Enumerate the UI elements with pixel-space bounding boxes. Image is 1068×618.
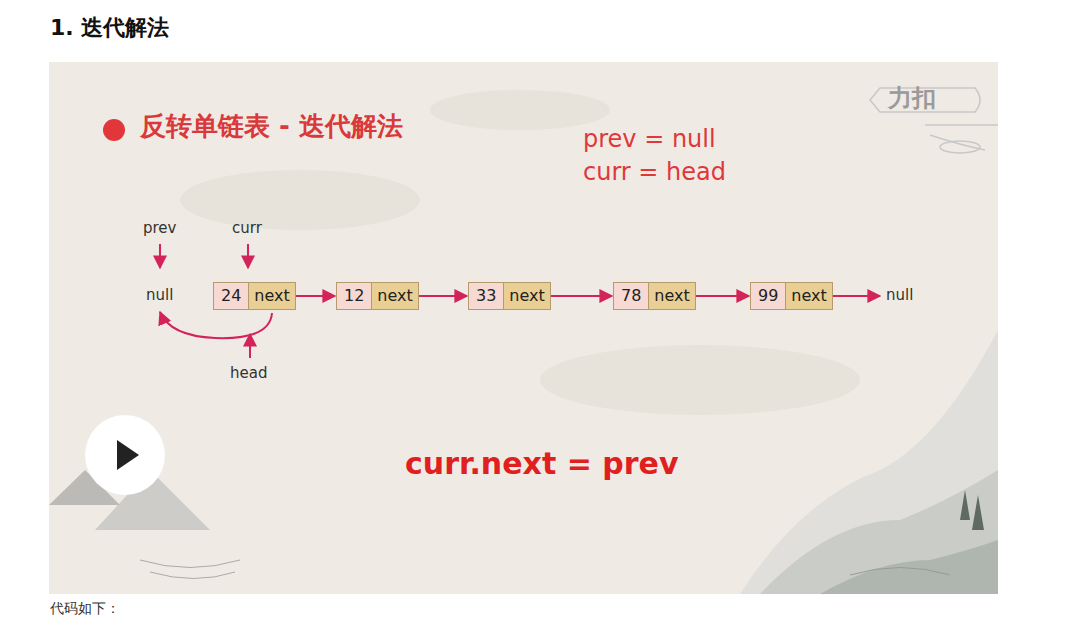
list-node: 78next — [613, 282, 696, 310]
node-value: 78 — [614, 283, 648, 309]
node-next-field: next — [648, 283, 694, 309]
list-node: 12next — [336, 282, 419, 310]
null-label: null — [886, 286, 913, 304]
list-node: 33next — [468, 282, 551, 310]
node-next-field: next — [785, 283, 831, 309]
pointer-name: curr — [232, 219, 262, 237]
title-bullet — [103, 119, 125, 141]
watermark-logo: 力扣 — [888, 84, 936, 113]
node-value: 12 — [337, 283, 371, 309]
node-value: 99 — [751, 283, 785, 309]
pointer-name: prev — [143, 219, 176, 237]
list-node: 99next — [750, 282, 833, 310]
page-text: 代码如下： — [50, 600, 120, 617]
next-pointer-arrow — [696, 295, 749, 297]
pointer-arrows — [160, 244, 880, 358]
next-pointer-arrow — [296, 295, 335, 297]
next-pointer-arrow — [419, 295, 467, 297]
node-next-field: next — [248, 283, 294, 309]
next-pointer-arrow — [551, 295, 612, 297]
node-next-field: next — [503, 283, 549, 309]
step-code: curr.next = prev — [405, 446, 678, 482]
pointer-name: head — [230, 364, 267, 382]
code-note: curr = head — [583, 158, 726, 187]
null-label: null — [146, 286, 173, 304]
landscape-right — [740, 330, 998, 594]
slide-background — [49, 62, 998, 594]
play-button — [85, 415, 165, 495]
slide-title: 反转单链表 - 迭代解法 — [140, 111, 403, 142]
list-node: 24next — [213, 282, 296, 310]
node-value: 24 — [214, 283, 248, 309]
node-value: 33 — [469, 283, 503, 309]
code-note: prev = null — [583, 125, 716, 154]
page-heading: 1. 迭代解法 — [50, 13, 169, 43]
node-next-field: next — [371, 283, 417, 309]
